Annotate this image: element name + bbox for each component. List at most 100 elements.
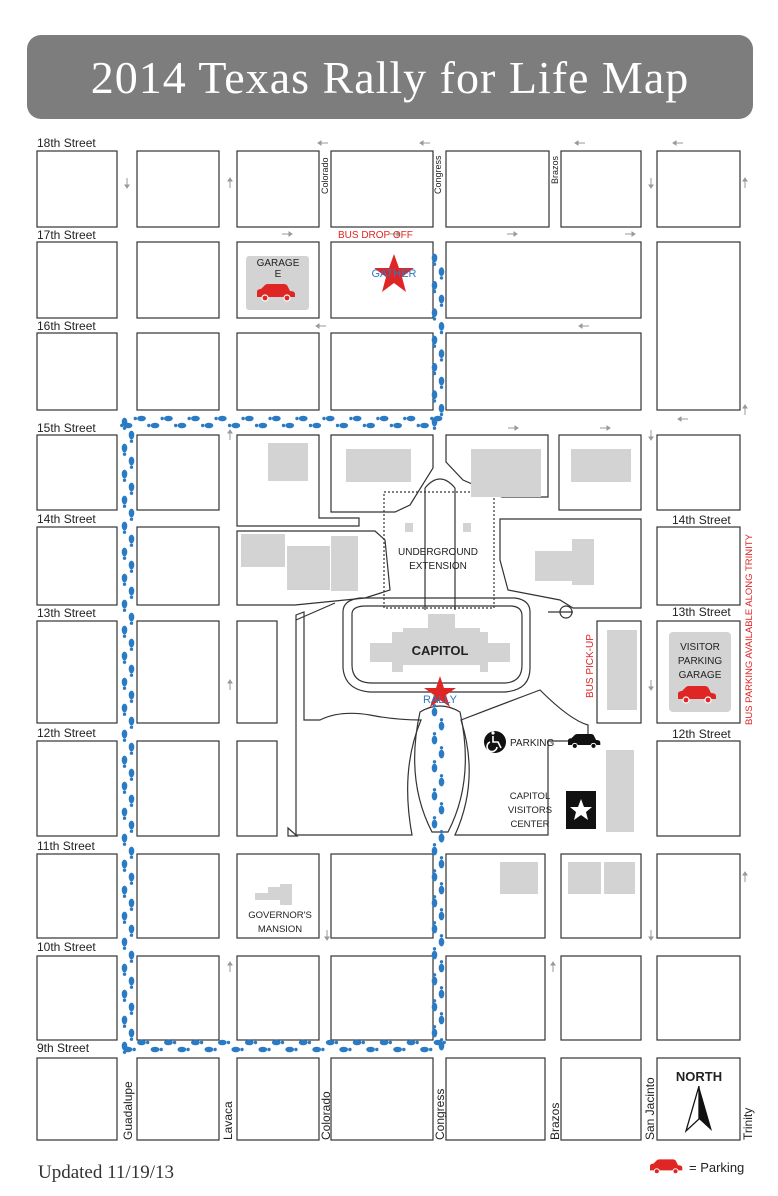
garage-e-label-2: E (275, 269, 282, 280)
footprint (121, 1015, 128, 1028)
footprint (376, 415, 389, 422)
avenue-brazos: Brazos (548, 1103, 562, 1140)
footprint (128, 950, 135, 963)
footprint (133, 415, 146, 422)
street-9th: 9th Street (37, 1041, 90, 1055)
star-icon (424, 676, 456, 707)
street-11th: 11th Street (37, 839, 95, 853)
footprint (121, 937, 128, 950)
footprint (121, 729, 128, 742)
footprint (438, 986, 445, 999)
footprint (431, 843, 438, 856)
accessible-parking: PARKING (484, 731, 601, 753)
rally-point: RALLY (423, 676, 458, 707)
footprint (121, 547, 128, 560)
street-13th: 13th Street (37, 606, 96, 620)
updated-date: Updated 11/19/13 (38, 1162, 174, 1183)
avenue-colorado-top: Colorado (320, 157, 330, 194)
footprint (431, 947, 438, 960)
underground-label-2: EXTENSION (409, 561, 467, 572)
footprint (128, 664, 135, 677)
footprint (128, 820, 135, 833)
footprint (231, 1046, 244, 1053)
gather-label: GATHER (371, 268, 416, 280)
street-labels: 18th Street 17th Street 16th Street 15th… (37, 136, 731, 1055)
footprint (128, 716, 135, 729)
footprint (121, 573, 128, 586)
footprint (123, 1046, 136, 1053)
footprint (174, 422, 187, 429)
footprint (187, 415, 200, 422)
footprint (438, 882, 445, 895)
street-17th: 17th Street (37, 228, 96, 242)
parking-legend-label: = Parking (689, 1159, 745, 1175)
footprint (431, 732, 438, 745)
footprint (128, 1028, 135, 1041)
map-title: 2014 Texas Rally for Life Map (90, 51, 690, 103)
footprint (128, 976, 135, 989)
footprint (128, 586, 135, 599)
parking-legend: = Parking (650, 1158, 744, 1176)
footprint (308, 422, 322, 429)
footprint (322, 415, 335, 422)
footprint (438, 908, 445, 921)
footprint (160, 415, 173, 422)
footprint (431, 816, 438, 829)
footprint (128, 742, 135, 755)
footprint (268, 415, 281, 422)
buildings (241, 256, 731, 905)
avenue-congress: Congress (433, 1089, 447, 1140)
footprint (121, 703, 128, 716)
street-18th: 18th Street (37, 136, 96, 150)
footprint (177, 1046, 190, 1053)
footprint (295, 415, 308, 422)
rally-label: RALLY (423, 694, 458, 706)
footprint (335, 422, 349, 429)
footprint (128, 534, 135, 547)
street-12th-east: 12th Street (672, 727, 731, 741)
capitol-visitors-center: CAPITOL VISITORS CENTER (508, 791, 596, 830)
footprint (121, 521, 128, 534)
footprint (438, 403, 445, 417)
footprint (128, 560, 135, 573)
footprint (431, 788, 438, 801)
footprint (217, 1039, 231, 1046)
footprint (438, 267, 445, 280)
footprint (128, 924, 135, 937)
garage-e: GARAGE E (257, 258, 300, 302)
footprint (281, 422, 295, 429)
footprint (201, 422, 214, 429)
footprint (438, 718, 445, 731)
underground-extension-outline (383, 491, 495, 609)
footprint (438, 349, 445, 362)
footprint (438, 960, 445, 973)
footprint (258, 1046, 271, 1053)
footprint (416, 422, 429, 429)
footprint (438, 934, 445, 947)
footprint (438, 321, 445, 335)
footprint (285, 1046, 298, 1053)
footprint (362, 422, 375, 429)
capitol-label: CAPITOL (412, 643, 469, 658)
footprint (431, 760, 438, 773)
street-15th: 15th Street (37, 421, 96, 435)
footprint (438, 802, 445, 815)
footprint (339, 1046, 352, 1053)
footprint (128, 898, 135, 911)
avenue-congress-top: Congress (433, 155, 443, 194)
bus-drop-off-label: BUS DROP OFF (338, 230, 413, 241)
footprint (366, 1046, 379, 1053)
footprint (128, 508, 135, 521)
north-label: NORTH (676, 1069, 722, 1084)
avenue-labels: Colorado Congress Brazos Guadalupe Lavac… (121, 155, 755, 1140)
bus-pickup-label: BUS PICK-UP (585, 634, 596, 698)
street-13th-east: 13th Street (672, 605, 731, 619)
governors-mansion-label-2: MANSION (258, 924, 302, 935)
footprint (438, 746, 445, 759)
avenue-brazos-top: Brazos (550, 155, 560, 184)
footprint (128, 794, 135, 807)
footprint (389, 422, 402, 429)
bus-parking-label: BUS PARKING AVAILABLE ALONG TRINITY (744, 533, 755, 725)
footprint (121, 911, 128, 924)
footprint (204, 1046, 217, 1053)
